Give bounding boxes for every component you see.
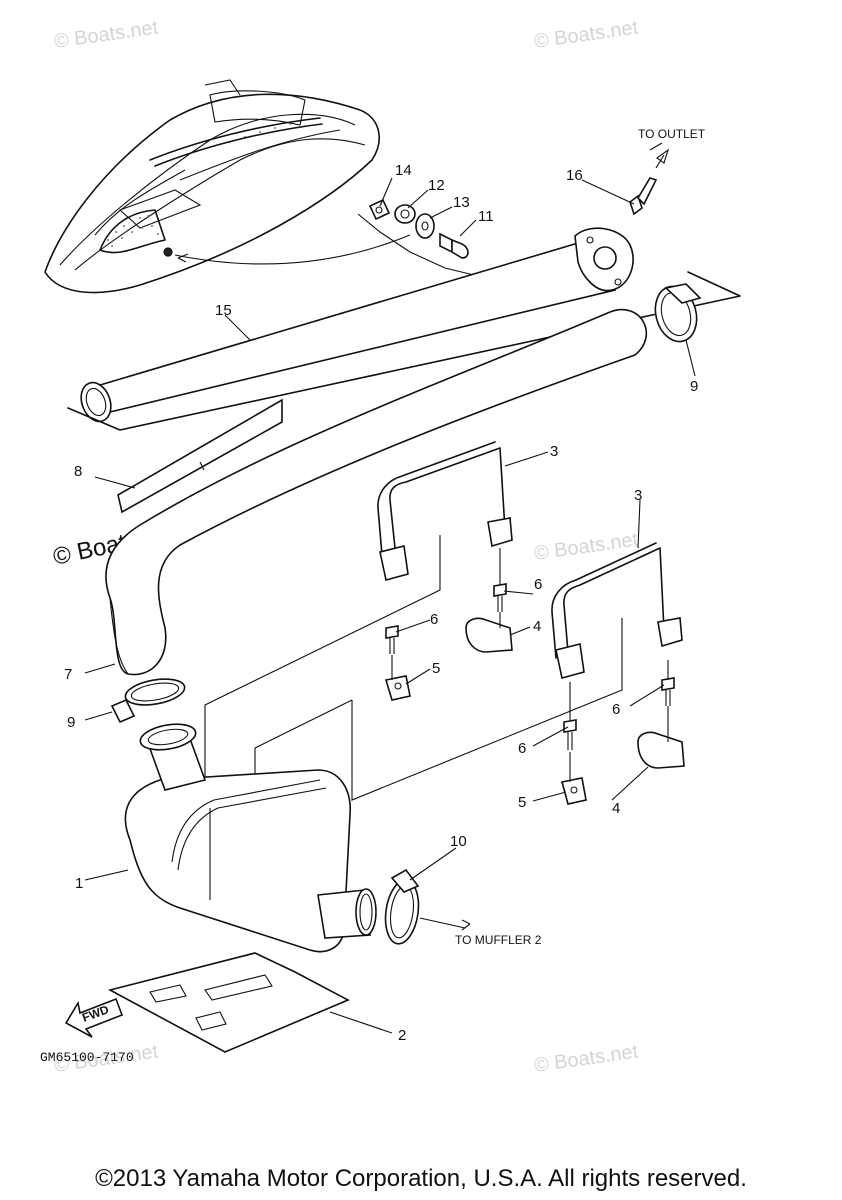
- leader-lines: [84, 142, 696, 1034]
- part-16-outlet-fitting: [629, 148, 670, 216]
- part-4-cushion-upper: [465, 617, 513, 653]
- part-2-cover-plate: [107, 952, 350, 1053]
- callout-4-upper: 4: [533, 618, 541, 635]
- callout-12: 12: [428, 177, 445, 194]
- part-6-bolt-4: [563, 719, 577, 750]
- part-13-washer: [415, 213, 435, 239]
- part-4-cushion-lower: [637, 731, 685, 769]
- watermark-bottom-right: © Boats.net: [533, 1041, 640, 1077]
- callout-6-a: 6: [534, 576, 542, 593]
- part-1-muffler: [124, 723, 377, 953]
- note-to-muffler: TO MUFFLER 2: [455, 933, 542, 947]
- callout-labels: 14 12 13 11 16 15 9 3 8 3 6 6 4 7 5 6 9 …: [64, 162, 698, 1044]
- callout-6-c: 6: [612, 701, 620, 718]
- part-12-nut: [394, 204, 416, 224]
- part-9-clamp-lower: [110, 678, 186, 724]
- part-6-bolt-2: [385, 625, 399, 654]
- part-14-clip: [368, 198, 391, 221]
- note-to-outlet: TO OUTLET: [638, 127, 706, 141]
- callout-4-lower: 4: [612, 800, 620, 817]
- callout-14: 14: [395, 162, 412, 179]
- callout-7: 7: [64, 666, 72, 683]
- part-3-bracket-right: [551, 542, 683, 679]
- watermark-mid-right: © Boats.net: [533, 529, 640, 565]
- part-5-plate-upper: [384, 675, 411, 701]
- callout-9-upper: 9: [690, 378, 698, 395]
- part-15-exhaust-pipe: [67, 227, 741, 431]
- part-7-hose: [105, 308, 647, 676]
- part-6-bolt-1: [493, 583, 507, 612]
- callout-11: 11: [478, 208, 494, 225]
- callout-6-d: 6: [518, 740, 526, 757]
- part-9-clamp-upper: [654, 283, 702, 343]
- watermark-top-left: © Boats.net: [53, 17, 160, 53]
- callout-16: 16: [566, 167, 583, 184]
- svg-text:© Boats.net: © Boats.net: [533, 17, 640, 53]
- callout-1: 1: [75, 875, 83, 892]
- callout-9-lower: 9: [67, 714, 75, 731]
- callout-15: 15: [215, 302, 232, 319]
- svg-text:© Boats.net: © Boats.net: [533, 1041, 640, 1077]
- exhaust-parts-diagram: © Boats.net © Boats.net © Boats.net © Bo…: [40, 17, 741, 1077]
- callout-8: 8: [74, 463, 82, 480]
- callout-6-b: 6: [430, 611, 438, 628]
- watercraft-illustration: [44, 79, 411, 294]
- callout-3-left: 3: [550, 443, 558, 460]
- svg-text:© Boats.net: © Boats.net: [53, 17, 160, 53]
- callout-5-lower: 5: [518, 794, 526, 811]
- callout-13: 13: [453, 194, 470, 211]
- svg-text:© Boats.net: © Boats.net: [533, 529, 640, 565]
- callout-10: 10: [450, 833, 467, 850]
- drawing-code: GM65100-7170: [40, 1050, 134, 1065]
- callout-2: 2: [398, 1027, 406, 1044]
- fwd-arrow: FWD: [64, 997, 124, 1038]
- part-11-fitting: [439, 232, 469, 259]
- callout-5-upper: 5: [432, 660, 440, 677]
- callout-3-right: 3: [634, 487, 642, 504]
- part-5-plate-lower: [561, 777, 587, 805]
- part-8-strip: [117, 398, 283, 514]
- watermark-top-right: © Boats.net: [533, 17, 640, 53]
- part-10-clamp: [384, 868, 420, 945]
- part-3-bracket-left: [377, 441, 513, 581]
- part-6-bolt-3: [661, 677, 675, 706]
- copyright-notice: ©2013 Yamaha Motor Corporation, U.S.A. A…: [95, 1165, 747, 1192]
- fitting-guide-line: [357, 213, 479, 277]
